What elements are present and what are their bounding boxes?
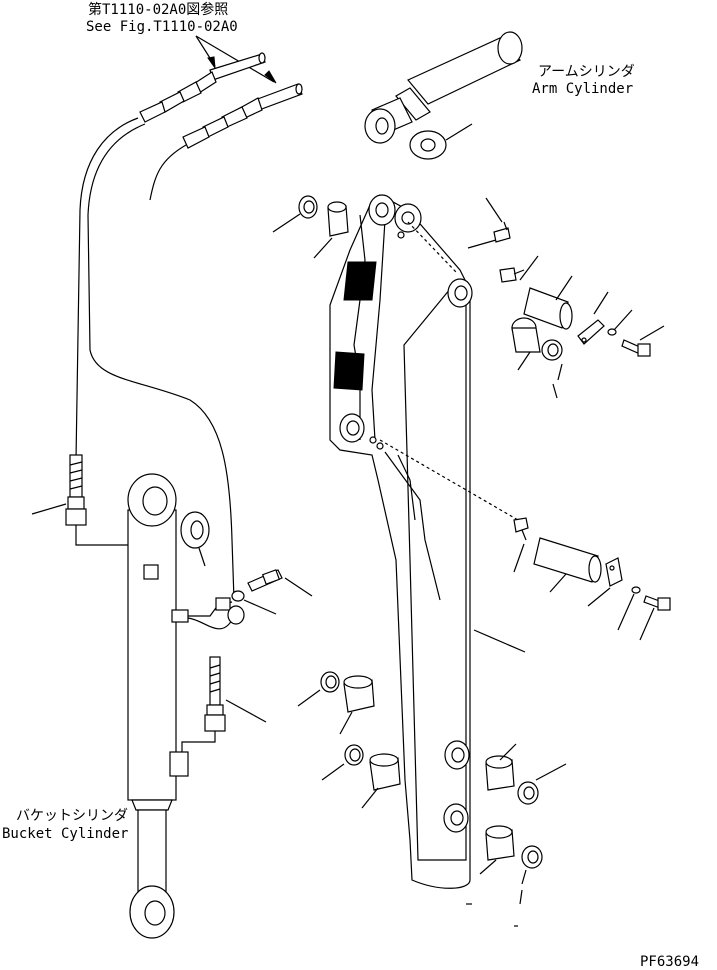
leader-ring-3	[297, 689, 321, 707]
clamp	[215, 597, 231, 611]
leader-plate-lower	[587, 587, 611, 607]
leader-bushing-5	[499, 743, 517, 761]
hose-fitting-lower	[204, 656, 226, 732]
leader-bushing-6	[479, 859, 497, 875]
bolt-clamp	[231, 569, 283, 602]
bolt-upper	[621, 339, 651, 357]
figure-code: PF63694	[640, 954, 699, 970]
washer-lower	[631, 586, 641, 594]
leader-bushing-1	[313, 237, 333, 259]
arm-cylinder-label-jp: アームシリンダ	[538, 64, 635, 80]
leader-ring-6	[521, 869, 527, 885]
arm-body	[329, 194, 473, 889]
leader-bushing-3	[339, 711, 353, 735]
leader-bolt	[284, 577, 313, 597]
bucket-cylinder	[127, 473, 189, 939]
bucket-cylinder-label-jp: バケットシリンダ	[16, 808, 128, 824]
leader-grease-top	[485, 197, 503, 223]
reference-label-jp: 第T1110-02A0図参照	[88, 1, 228, 18]
reference-label-en: See Fig.T1110-02A0	[86, 19, 238, 35]
leader-grease-mid	[519, 255, 539, 281]
dotted-line-2	[379, 439, 519, 521]
grease-fitting-mid	[499, 267, 525, 283]
washer-arm-cylinder	[409, 130, 447, 160]
clamp-ring	[227, 605, 245, 625]
ring-5	[517, 781, 539, 805]
leader-ring-5	[535, 763, 567, 781]
arrowhead-1	[207, 56, 216, 70]
bushing-1	[327, 201, 349, 237]
bucket-cylinder-label-en: Bucket Cylinder	[2, 826, 128, 842]
leader-lower-fitting	[225, 699, 267, 723]
leader-bolt-upper	[639, 325, 665, 341]
grease-fitting-top	[493, 221, 511, 243]
leader-washer-lower	[617, 593, 635, 631]
bolt-lower	[643, 595, 671, 611]
leader-ring-2	[557, 363, 563, 381]
bushing-6	[485, 825, 515, 861]
grease-fitting-lower	[513, 517, 529, 541]
leader-ring-2b	[552, 383, 558, 399]
leader-ring-4	[321, 763, 345, 781]
plate-upper	[577, 319, 605, 345]
tube-line-lower	[181, 731, 216, 752]
tube-line-2	[187, 617, 233, 630]
bushing-4	[369, 753, 401, 791]
arm-cylinder	[364, 31, 523, 144]
leader-washer-small	[243, 599, 277, 615]
leader-left-fitting	[31, 503, 67, 515]
pin-lower	[533, 537, 602, 583]
leader-bushing-2	[517, 351, 531, 371]
hose-upper-fittings	[139, 52, 303, 149]
leader-bolt-lower	[639, 607, 655, 641]
reference-leader-2	[195, 35, 275, 83]
ring-2	[541, 339, 563, 361]
bushing-3	[343, 675, 375, 713]
leader-grease-lower	[513, 543, 525, 573]
ring-4	[344, 744, 364, 766]
leader-pin-upper	[555, 275, 573, 301]
leader-plate-upper	[593, 291, 609, 315]
ring-3	[320, 671, 340, 693]
leader-washer-upper	[613, 309, 633, 331]
hose-run-2	[87, 123, 235, 601]
washer-bucket	[180, 511, 210, 549]
leader-pin-lower	[549, 573, 567, 593]
leader-grease-top-2	[467, 239, 497, 249]
hose-end-fitting-left	[65, 454, 87, 526]
arm-cylinder-label-en: Arm Cylinder	[532, 81, 633, 97]
washer-ring-1	[298, 195, 318, 219]
ring-6	[521, 845, 543, 869]
arrowhead-2	[264, 70, 277, 84]
plate-lower	[605, 557, 623, 587]
leader-ring-1	[272, 213, 301, 233]
hose-run-1	[75, 117, 139, 461]
leader-arm	[473, 629, 526, 653]
leader-bushing-4	[361, 787, 379, 809]
leader-ring-6b	[519, 889, 523, 905]
leader-washer-arm	[445, 123, 473, 141]
bushing-2	[511, 317, 541, 353]
bushing-5	[485, 755, 515, 791]
leader-washer-bucket	[198, 547, 206, 567]
washer-upper	[607, 328, 617, 336]
hose-run-3	[149, 144, 187, 201]
